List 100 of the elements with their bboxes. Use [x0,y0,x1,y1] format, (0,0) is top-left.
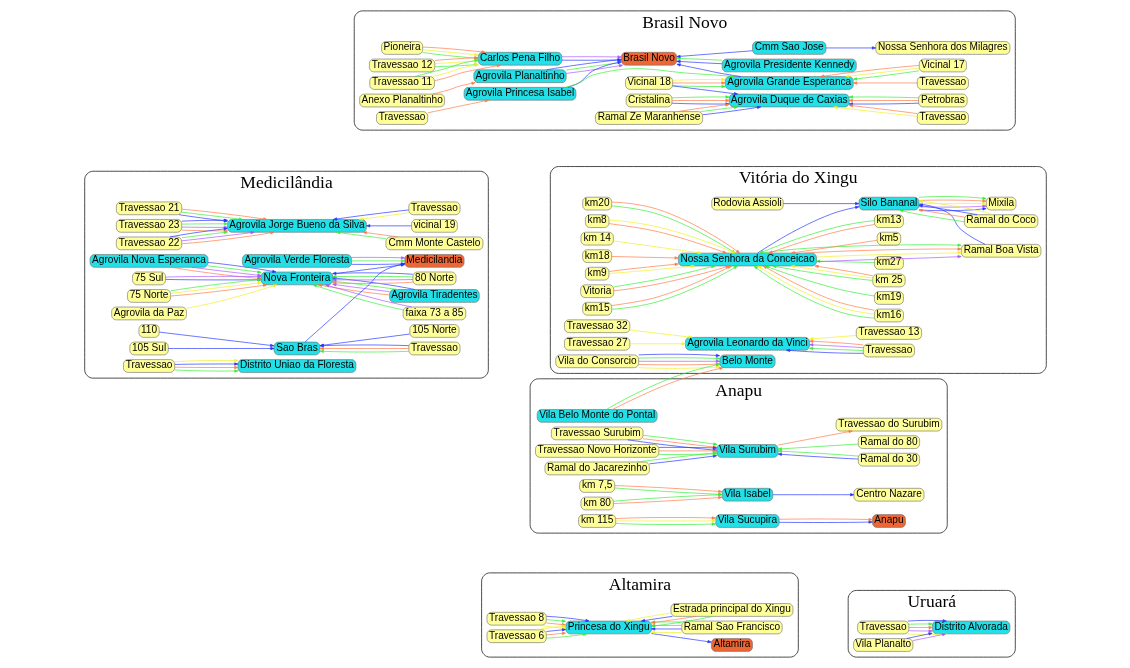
node-box: Vila Planalto [852,638,913,652]
node-box: Ramal Ze Maranhense [594,111,703,125]
arrow [612,265,715,288]
arrow [852,70,920,81]
arrow [815,251,962,258]
arrow [637,356,720,360]
arrow [650,624,682,628]
arrow [676,50,753,58]
arrow [433,64,501,82]
arrow [545,615,589,622]
node-box: Medicilandia [403,254,464,268]
node-box: km16 [873,308,904,323]
node-box: 110 [138,324,159,338]
arrow [785,348,864,354]
arrow [852,81,917,85]
arrow [640,616,673,623]
arrow [414,59,478,77]
arrow [701,105,761,116]
node-box: Travessao 22 [115,236,182,251]
node-box: Travessao [122,359,175,373]
arrow [185,284,277,309]
node-box: Travessao [916,76,969,90]
arrow [772,265,873,281]
arrow [650,616,697,624]
arrow [545,632,587,639]
node-box: Travessao Novo Horizonte [534,444,659,458]
node-box: Travessao 23 [115,219,182,233]
node-box: Vicinal 17 [918,58,967,73]
arrow [611,367,723,410]
node-box: km20 [581,196,612,211]
node-box: km8 [584,214,609,228]
arrow [207,262,276,273]
arrow [335,231,386,239]
arrow [808,346,864,351]
arrow [790,264,873,279]
arrow [181,222,228,226]
arrow [777,449,859,457]
arrow [421,52,478,60]
node-box: Anapu [871,514,906,528]
arrow [350,259,405,263]
node-box: Ramal do Coco [963,214,1038,228]
node-box: Pioneira [380,41,423,55]
arrow [899,209,965,223]
node-box: km 80 [580,496,614,511]
arrow [906,619,947,623]
arrow [650,620,682,624]
node-box: 75 Norte [126,289,171,303]
node-box: Estrada principal do Xingu [670,603,793,617]
node-box: Travessao [862,343,915,358]
node-box: Travessao 6 [486,629,547,643]
node-box: Altamira [710,638,753,652]
arrow [648,454,717,465]
node-box: Ramal Boa Vista [960,244,1041,258]
arrow [426,99,489,114]
arrow [671,77,725,81]
arrow [431,63,478,77]
arrow [362,231,398,238]
node-box: Anexo Planaltinho [358,93,445,108]
arrow [908,622,933,626]
node-box: Travessao [375,111,428,125]
arrow [434,56,478,61]
arrow [158,331,274,347]
node-box: 75 Sul [131,271,166,286]
node-box: Ramal do 80 [857,435,920,449]
arrow [756,205,859,254]
arrow [614,519,716,523]
arrow [207,265,261,274]
node-box: vicinal 19 [410,219,458,233]
arrow [777,452,859,460]
arrow [434,59,478,64]
node-box: Centro Nazare [853,488,924,502]
arrow [777,443,859,451]
node-box: Travessao Surubim [550,426,643,441]
node-box: Agrovila Nova Esperanca [89,254,208,268]
node-box: Travessao 27 [563,337,630,351]
node-box: Petrobras [917,93,967,108]
arrow [832,105,917,117]
node-box: km18 [581,249,612,263]
node-box: Vila do Consorcio [554,354,639,369]
arrow [614,516,716,520]
arrow [167,346,274,350]
arrow [814,264,873,277]
arrow [629,329,692,339]
arrow [612,496,722,504]
node-box: Cmm Sao Jose [751,41,826,55]
node-box: Ramal do 30 [857,452,920,467]
arrow [918,196,986,200]
node-box: Nossa Senhora dos Milagres [875,41,1010,55]
node-box: Travessao 32 [563,319,630,333]
arrow [608,262,679,272]
arrow [676,59,722,65]
arrow [699,105,738,112]
node-box: Travessao 11 [368,76,435,90]
arrow [808,335,856,341]
node-box: Travessao 8 [486,611,547,626]
arrow [545,619,566,623]
arrow [637,353,720,357]
node-box: faixa 73 a 85 [402,306,466,321]
arrow [671,95,729,99]
arrow [169,283,267,297]
